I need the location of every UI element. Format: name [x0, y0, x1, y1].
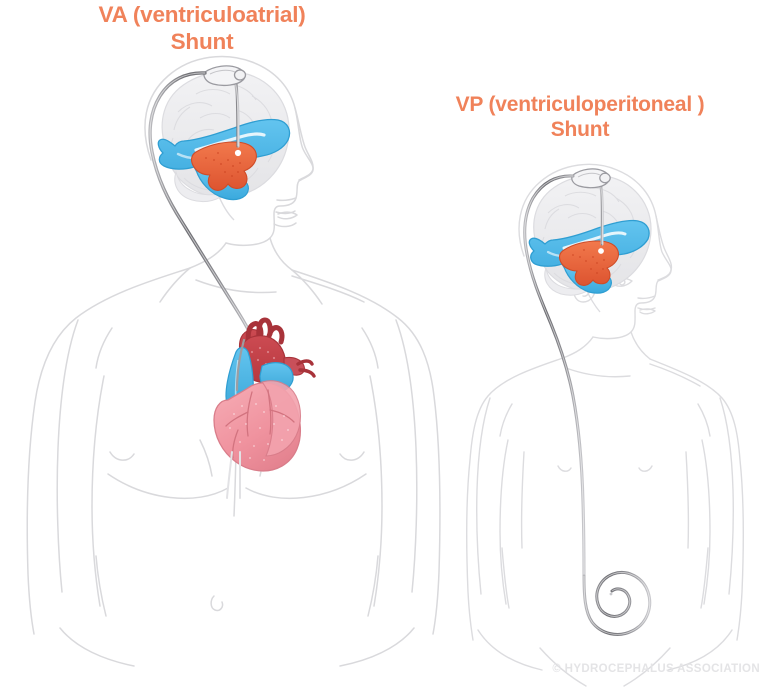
adult-distal-catheter — [148, 71, 260, 352]
adult-choroid-plexus — [191, 141, 257, 191]
vp-figure — [465, 163, 745, 687]
child-body-outline — [465, 163, 745, 687]
copyright-notice: © HYDROCEPHALUS ASSOCIATION — [552, 663, 760, 675]
adult-shunt-valve — [203, 65, 247, 87]
child-ventricular-catheter — [599, 184, 604, 246]
child-choroid-plexus — [559, 240, 619, 286]
child-distal-catheter — [523, 174, 586, 578]
child-shunt-valve — [571, 168, 611, 189]
va-shunt-title: VA (ventriculoatrial) Shunt — [98, 2, 306, 54]
va-figure — [26, 55, 441, 667]
adult-ventricular-catheter — [234, 82, 240, 148]
child-peritoneal-coil — [582, 571, 652, 636]
adult-heart — [213, 317, 316, 499]
vp-shunt-title: VP (ventriculoperitoneal ) Shunt — [455, 93, 705, 141]
